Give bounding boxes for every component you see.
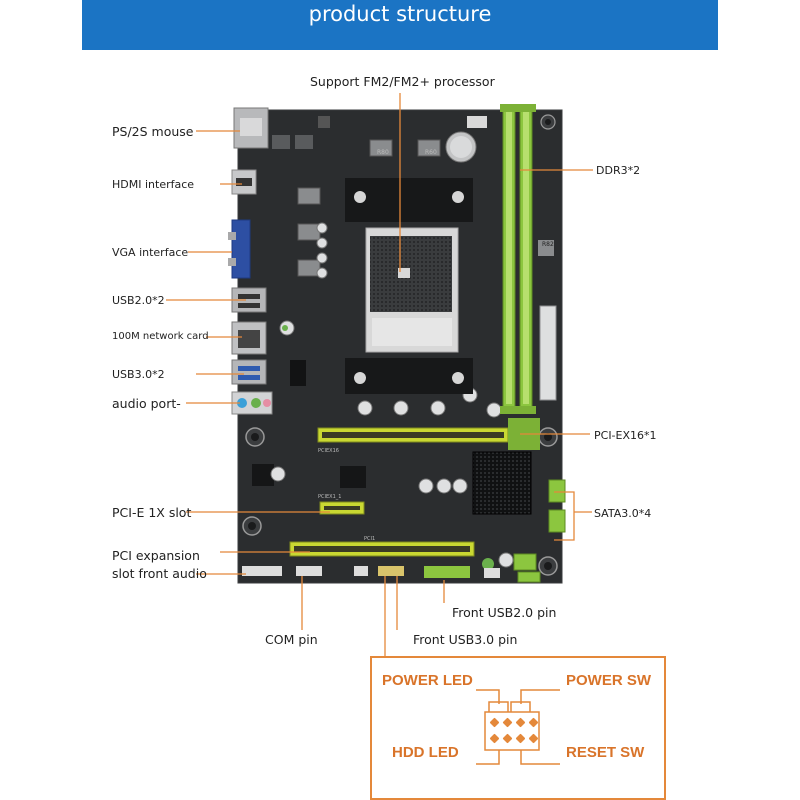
misc-components [242,360,514,578]
leader-sata-bracket [554,491,575,541]
label-usb30-back: USB3.0*2 [112,368,165,381]
label-hdmi: HDMI interface [112,178,195,191]
pin-label-power-led: POWER LED [382,672,473,689]
label-front-audio: slot front audio [112,566,207,581]
sata-ports [513,479,566,583]
ddr3-slots [500,104,536,414]
title-banner: product structure [82,0,718,50]
label-audio-port: audio port- [112,396,181,411]
label-network: 100M network card [112,331,209,342]
silk-pciex16: PCIEX16 [318,448,339,454]
silk-pciex1: PCIEX1_1 [318,494,341,500]
label-vga: VGA interface [112,246,189,259]
label-pciex16: PCI-EX16*1 [594,429,657,442]
label-ddr3: DDR3*2 [596,164,641,177]
silk-r82: R82 [542,241,554,248]
silk-r80: R80 [377,149,389,156]
leader-lines [166,93,593,656]
banner-title: product structure [308,2,492,26]
label-usb20-back: USB2.0*2 [112,294,165,307]
label-processor: Support FM2/FM2+ processor [310,74,495,89]
cpu-socket [345,178,473,394]
label-front-usb30: Front USB3.0 pin [413,632,518,647]
label-sata: SATA3.0*4 [594,507,652,520]
pin-label-reset-sw: RESET SW [566,744,645,761]
label-com-pin: COM pin [265,632,318,647]
pci-slot [289,541,475,557]
silk-pci1: PCI1 [364,536,375,542]
pin-label-hdd-led: HDD LED [392,744,459,761]
pciex1-slot [319,501,365,515]
label-pci-expansion: PCI expansion [112,548,200,563]
rear-io [228,107,273,415]
label-pcie1x: PCI-E 1X slot [112,505,192,520]
pin-label-power-sw: POWER SW [566,672,651,689]
chipset-heatsink [472,451,532,515]
atx-power-connector [538,240,557,401]
front-panel-pin-box [370,656,666,800]
label-front-usb20: Front USB2.0 pin [452,605,557,620]
label-ps2-mouse: PS/2S mouse [112,124,194,139]
silk-r60: R60 [425,149,437,156]
